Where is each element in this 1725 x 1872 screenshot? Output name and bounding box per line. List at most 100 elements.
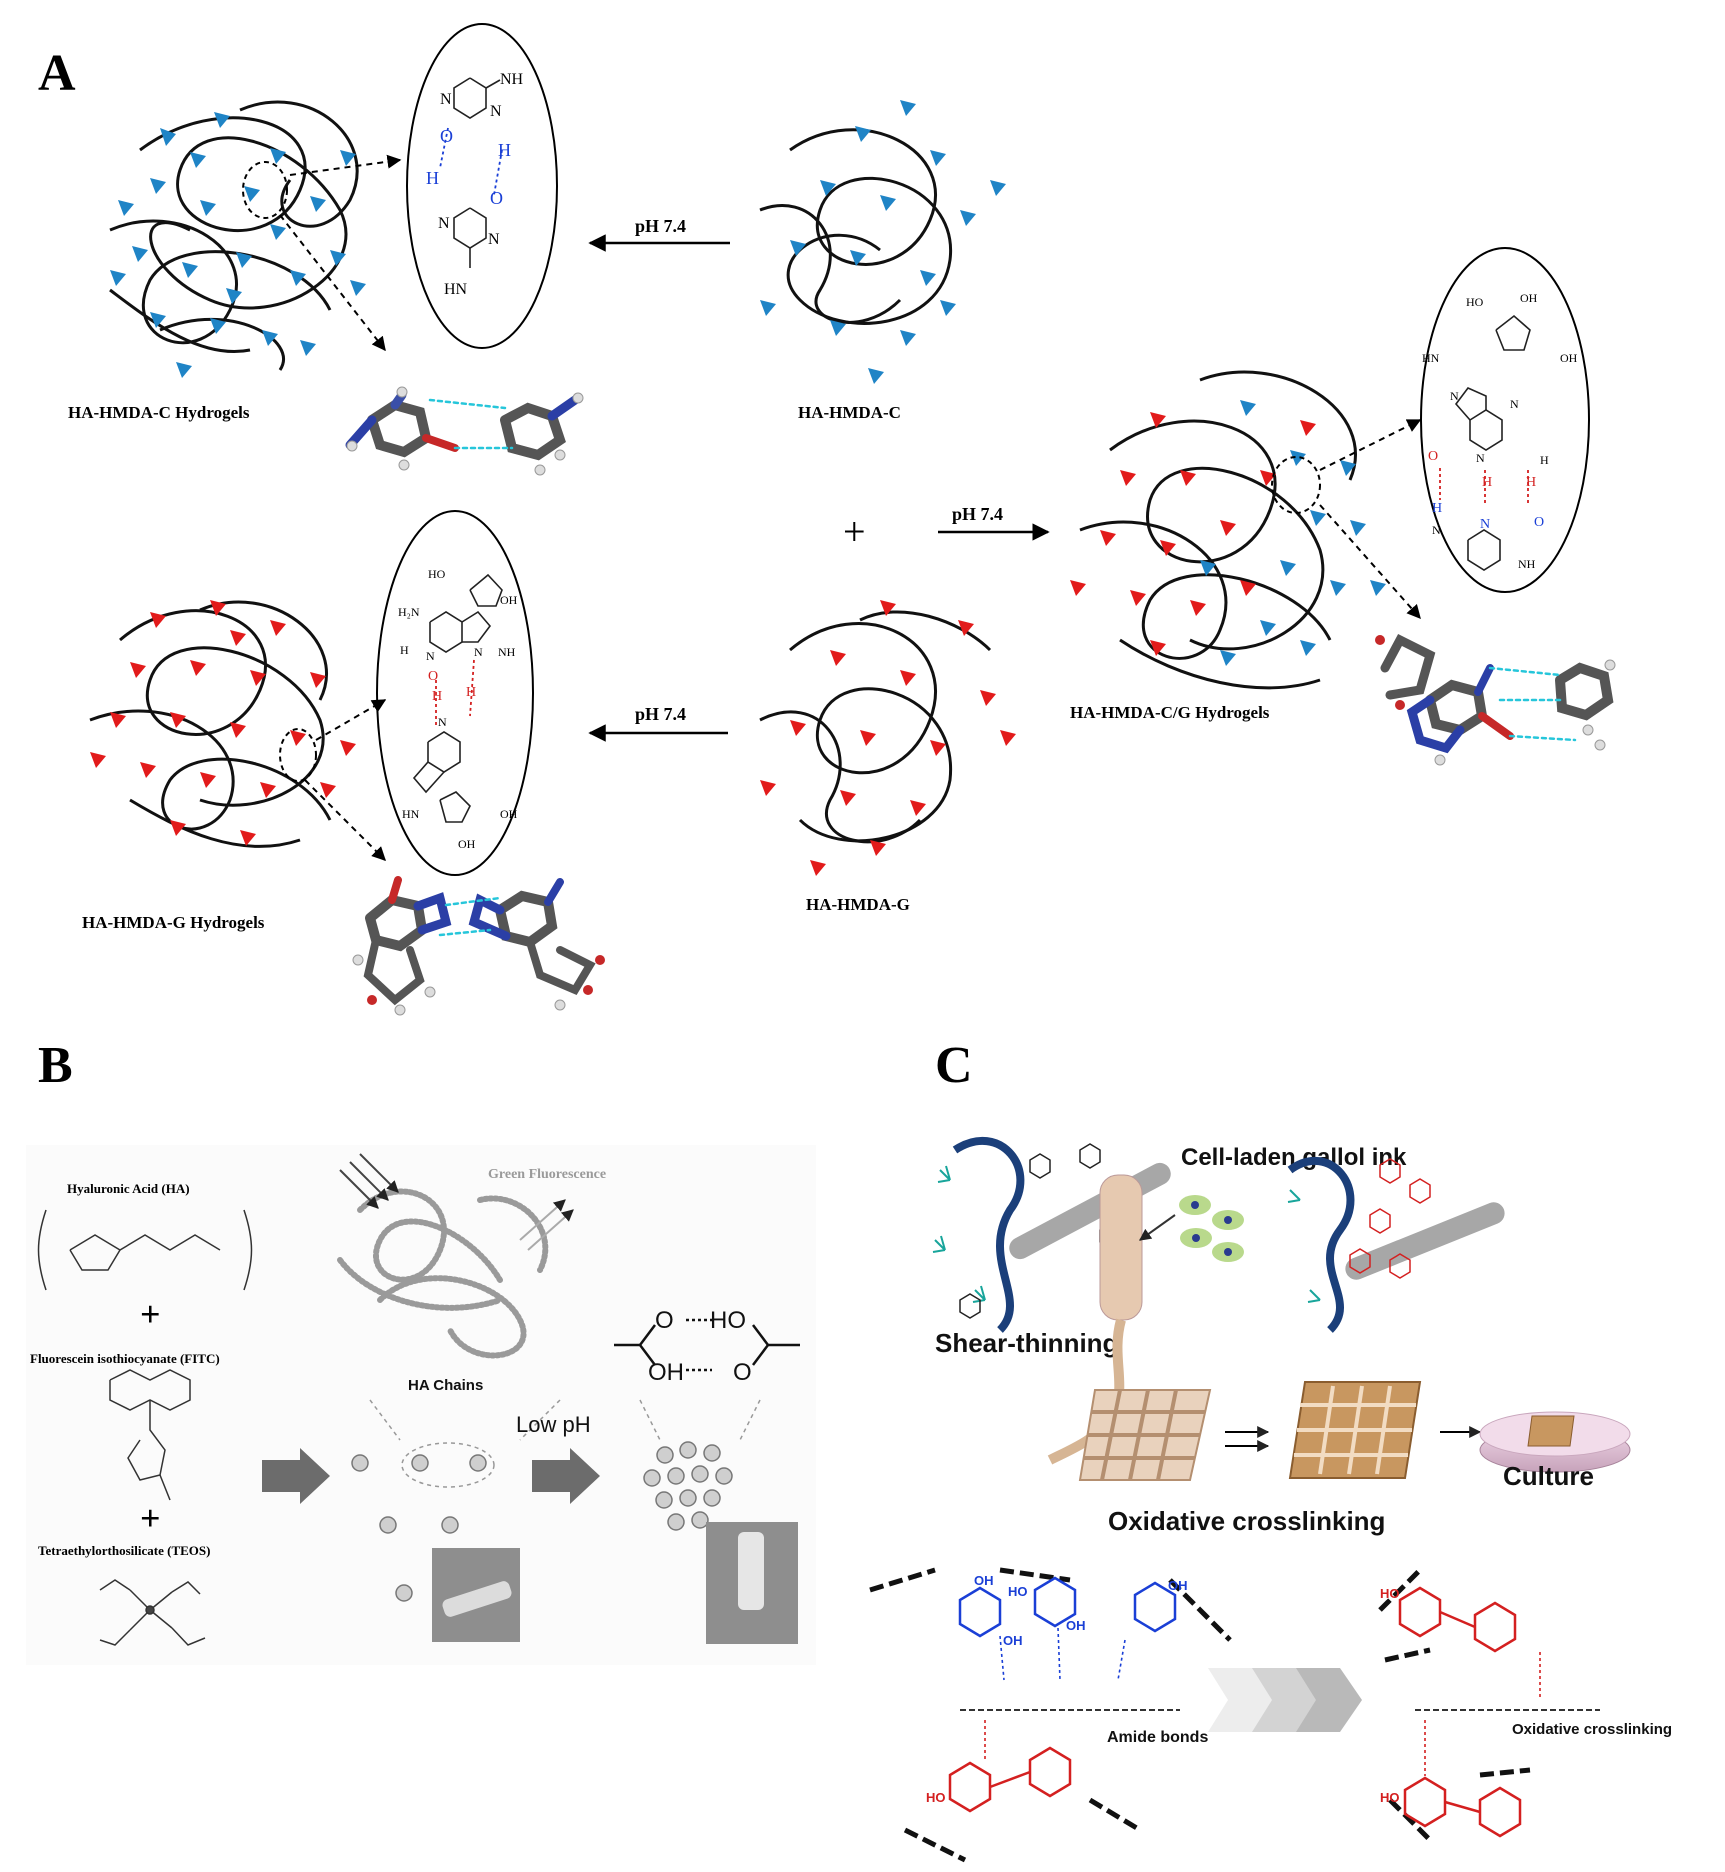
- panel-c: C Cell-laden gallol ink Shear-thinning: [869, 1037, 1672, 1863]
- arrow-right-icon: [262, 1448, 330, 1504]
- low-ph-label: Low pH: [516, 1412, 591, 1437]
- chem-label: O: [733, 1359, 752, 1386]
- c-hydrogel-network: [109, 100, 359, 371]
- chem-label: H₂N: [398, 605, 420, 619]
- chem-label: HO: [1380, 1586, 1400, 1601]
- chem-label: OH: [974, 1573, 994, 1588]
- chem-label: OH: [1066, 1618, 1086, 1633]
- ph-arrow-label-bottom: pH 7.4: [635, 704, 686, 724]
- chem-label: HN: [402, 807, 420, 821]
- green-fluorescence-label: Green Fluorescence: [488, 1167, 606, 1182]
- panel-b: B Hyaluronic Acid (HA) + Fluorescein iso…: [26, 1037, 816, 1665]
- excitation-arrows: [339, 1153, 399, 1209]
- chem-label-o: O: [440, 126, 453, 146]
- cg-molecular-model: [1375, 634, 1616, 766]
- g-molecular-model: [352, 876, 605, 1016]
- chem-label: HN: [1422, 351, 1440, 365]
- fitc-structure: [109, 1369, 191, 1501]
- chem-label: OH: [1520, 291, 1538, 305]
- gallol-chemistry-left: OH OH OH HO OH HO Amide bonds: [869, 1567, 1232, 1863]
- chem-label: HO: [1380, 1790, 1400, 1805]
- chem-label: OH: [458, 837, 476, 851]
- chem-label-h: H: [1432, 501, 1442, 516]
- aggregated-particles: [643, 1441, 733, 1531]
- chem-label-o: O: [428, 669, 438, 684]
- arrow-right-icon: [532, 1448, 600, 1504]
- cg-hydrogel-markers: [1070, 400, 1386, 666]
- chem-label-o: O: [490, 188, 503, 208]
- chem-label-h: H: [498, 140, 511, 160]
- g-polymer-network: [759, 610, 992, 844]
- chem-label: OH: [648, 1359, 684, 1386]
- chem-label: OH: [500, 807, 518, 821]
- culture-dish: [1479, 1411, 1631, 1473]
- ph-arrow-label-top: pH 7.4: [635, 216, 686, 236]
- chem-label: OH: [500, 593, 518, 607]
- gallol-chemistry-right: HO HO Oxidative crosslinking: [1378, 1568, 1672, 1842]
- c-polymer-label: HA-HMDA-C: [798, 403, 901, 422]
- chem-label-h: H: [426, 168, 439, 188]
- g-basepair-structure: HO OH H₂N N N H O NH H H N HN OH OH: [376, 510, 534, 876]
- cg-hydrogel-label: HA-HMDA-C/G Hydrogels: [1070, 703, 1270, 722]
- chem-label: N: [1432, 523, 1441, 537]
- plus-sign: +: [140, 1294, 161, 1334]
- ph-arrow-label-mid: pH 7.4: [952, 504, 1003, 524]
- cg-hydrogel-network: [1079, 370, 1357, 690]
- chem-label: OH: [1168, 1578, 1188, 1593]
- oxidative-crosslinking-label: Oxidative crosslinking: [1108, 1506, 1385, 1536]
- chem-label: NH: [500, 71, 524, 88]
- chem-label: N: [488, 231, 500, 248]
- chem-label: HO: [1008, 1584, 1028, 1599]
- chem-label: HO: [710, 1307, 746, 1334]
- chem-label: N: [474, 645, 483, 659]
- chem-label: O: [655, 1307, 674, 1334]
- c-molecular-model: [345, 386, 584, 476]
- amide-bonds-label: Amide bonds: [1107, 1729, 1208, 1746]
- plus-sign: +: [843, 509, 866, 554]
- panel-a-letter: A: [38, 45, 76, 102]
- chem-label: H: [400, 643, 409, 657]
- chem-label-n: N: [1480, 517, 1490, 532]
- chem-label: HO: [926, 1790, 946, 1805]
- ha-chains-label: HA Chains: [408, 1377, 483, 1394]
- shear-thinning-label: Shear-thinning: [935, 1328, 1118, 1358]
- cg-basepair-structure: HO OH OH HN N N O N H H H O N N H NH: [1420, 247, 1590, 593]
- silica-particles: [351, 1454, 487, 1602]
- teos-label: Tetraethylorthosilicate (TEOS): [38, 1543, 210, 1558]
- c-polymer-network: [759, 128, 952, 325]
- g-hydrogel-markers: [90, 600, 356, 846]
- crosslinked-polymer: [1287, 1156, 1505, 1333]
- teos-structure: [99, 1579, 206, 1646]
- fitc-label: Fluorescein isothiocyanate (FITC): [30, 1351, 220, 1366]
- chem-label: N: [490, 103, 502, 120]
- chem-label-h: H: [1482, 475, 1492, 490]
- c-polymer-markers: [760, 100, 1006, 384]
- c-basepair-structure: NH N N O H H O N N HN: [406, 23, 558, 349]
- panel-c-letter: C: [935, 1037, 973, 1094]
- ha-chains-illustration: [337, 1188, 549, 1359]
- chem-label: N: [1450, 389, 1459, 403]
- chem-label: H: [1540, 453, 1549, 467]
- c-hydrogel-label: HA-HMDA-C Hydrogels: [68, 403, 250, 422]
- chem-label: N: [438, 215, 450, 232]
- ha-structure: [37, 1209, 253, 1291]
- chem-label: OH: [1003, 1633, 1023, 1648]
- chem-label-o: O: [1534, 515, 1544, 530]
- transform-arrow: [1208, 1668, 1362, 1732]
- panel-b-letter: B: [38, 1037, 73, 1094]
- chem-label: N: [1510, 397, 1519, 411]
- ha-label: Hyaluronic Acid (HA): [67, 1181, 190, 1196]
- cells: [1179, 1195, 1244, 1262]
- panel-a: A HA-HMDA-C Hydrogels: [38, 23, 1616, 1016]
- crosslinked-scaffold: [1288, 1381, 1422, 1479]
- chem-label-h: H: [432, 689, 442, 704]
- chem-label: N: [438, 715, 447, 729]
- chem-label-o: O: [1428, 449, 1438, 464]
- chem-label: N: [1476, 451, 1485, 465]
- g-hydrogel-network: [89, 600, 332, 848]
- printed-scaffold: [1078, 1389, 1212, 1481]
- g-polymer-label: HA-HMDA-G: [806, 895, 910, 914]
- chem-label: HN: [444, 281, 468, 298]
- chem-label: HO: [1466, 295, 1484, 309]
